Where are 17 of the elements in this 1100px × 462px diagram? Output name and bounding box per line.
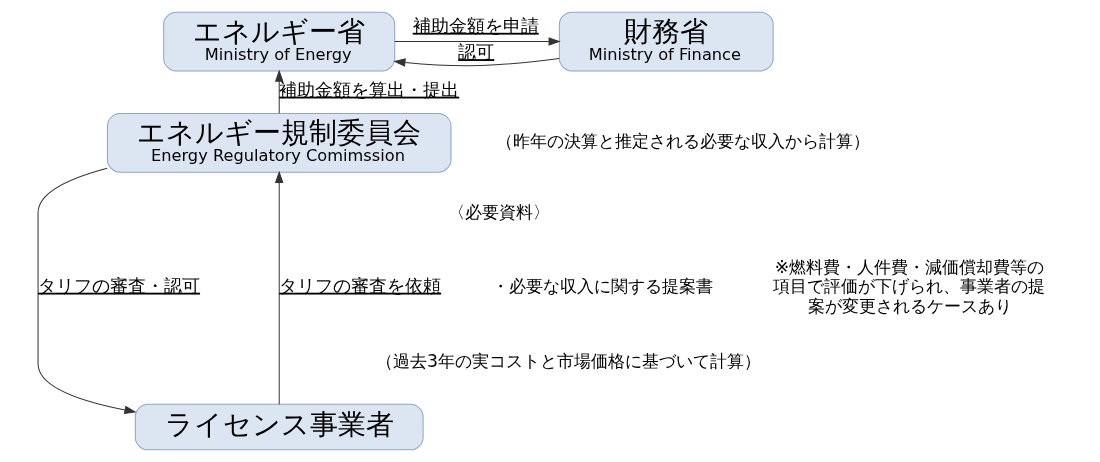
label: ・必要な収入に関する提案書 — [492, 276, 714, 297]
edge-label: タリフの審査・認可 — [38, 274, 201, 296]
label: ※燃料費・人件費・減価償却費等の項目で評価が下げられ、事業者の提案が変更されるケースあり — [773, 257, 1046, 316]
edge-label: 認可 — [458, 41, 495, 63]
arrow — [393, 57, 560, 67]
arrow — [274, 69, 284, 114]
edge-label: 補助金額を申請 — [412, 14, 539, 36]
arrow — [394, 37, 561, 46]
label: （昨年の決算と推定される必要な収入から計算） — [496, 131, 871, 151]
node-box: エネルギー規制委員会 Energy Regulatory Comimssion — [106, 112, 452, 173]
node-box: ライセンス事業者 — [134, 403, 424, 451]
node-box: 財務省 Ministry of Finance — [558, 11, 774, 72]
label: （過去3年の実コストと市場価格に基づいて計算） — [375, 350, 761, 371]
arrow — [274, 170, 284, 405]
arrow — [37, 167, 137, 415]
label: 〈必要資料〉 — [448, 201, 551, 222]
node-box: エネルギー省 Ministry of Energy — [163, 11, 396, 72]
